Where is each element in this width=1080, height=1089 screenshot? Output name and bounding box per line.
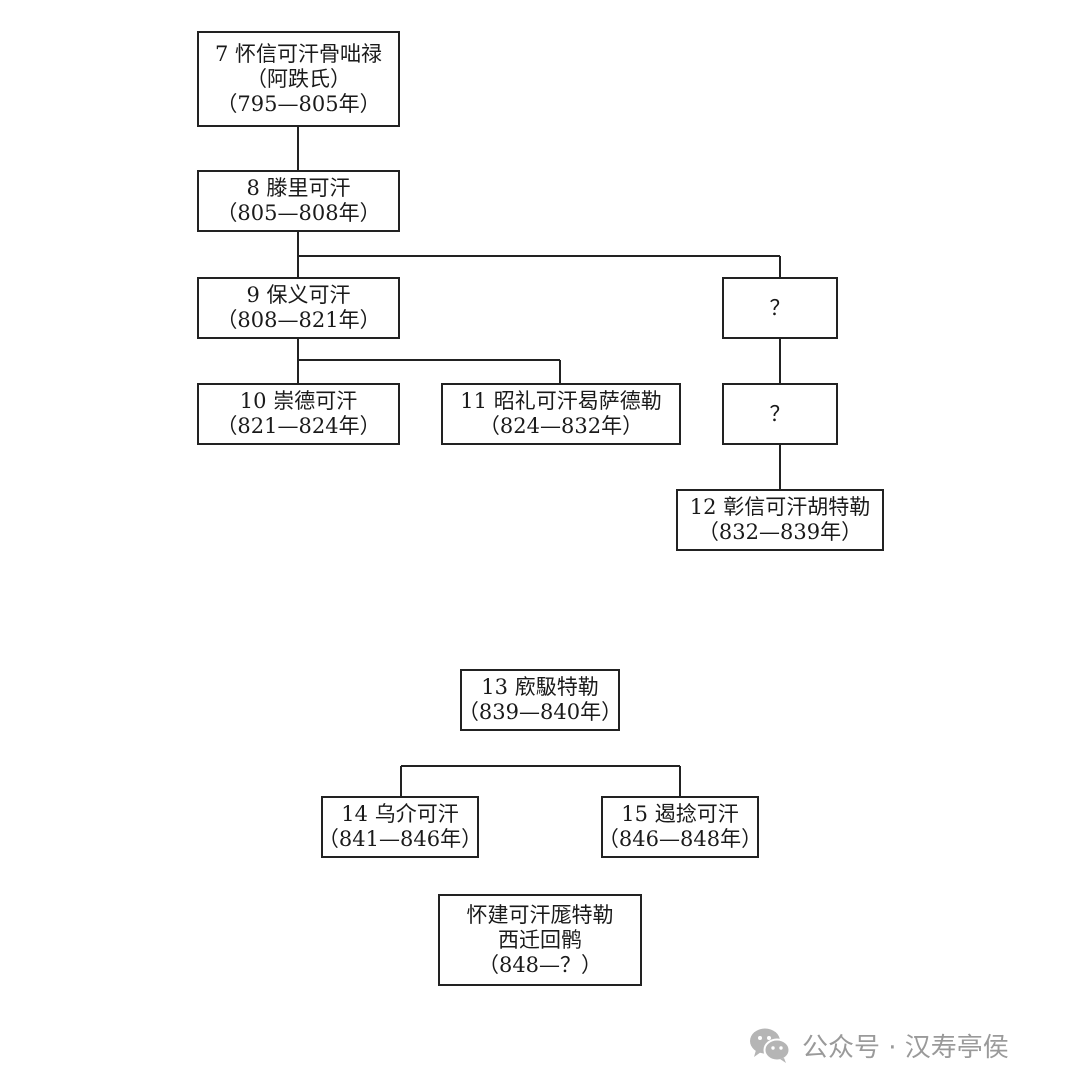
node-khagan-11-line-2: （824—832年） — [478, 414, 644, 438]
node-khagan-13-line-2: （839—840年） — [457, 700, 623, 724]
node-khagan-15: 15 遏捻可汗 （846—848年） — [597, 796, 763, 858]
node-khagan-10-line-1: 10 崇德可汗 — [239, 389, 358, 413]
node-unknown-1-label: ？ — [769, 295, 791, 320]
node-khagan-10-line-2: （821—824年） — [216, 414, 381, 438]
node-khagan-8: 8 滕里可汗 （805—808年） — [197, 170, 400, 232]
node-khagan-8-line-2: （805—808年） — [216, 201, 381, 225]
node-khagan-13-line-1: 13 𫷷馺特勒 — [481, 675, 599, 699]
node-western-uyghur-line-3: （848—？） — [477, 952, 603, 977]
node-khagan-12-line-2: （832—839年） — [697, 520, 863, 544]
node-khagan-14: 14 乌介可汗 （841—846年） — [317, 796, 483, 858]
node-khagan-11-line-1: 11 昭礼可汗曷萨德勒 — [460, 389, 662, 413]
watermark: 公众号 · 汉寿亭侯 — [748, 1022, 1009, 1068]
node-khagan-15-line-1: 15 遏捻可汗 — [621, 802, 739, 826]
node-khagan-15-line-2: （846—848年） — [597, 827, 763, 851]
node-khagan-10: 10 崇德可汗 （821—824年） — [197, 383, 400, 445]
node-khagan-9: 9 保义可汗 （808—821年） — [197, 277, 400, 339]
node-khagan-7-line-3: （795—805年） — [216, 91, 381, 116]
node-khagan-7: 7 怀信可汗骨咄禄 （阿跌氏） （795—805年） — [197, 31, 400, 127]
node-khagan-12: 12 彰信可汗胡特勒 （832—839年） — [676, 489, 884, 551]
node-khagan-7-line-1: 7 怀信可汗骨咄禄 — [214, 41, 383, 66]
node-western-uyghur: 怀建可汗厖特勒 西迁回鹘 （848—？） — [438, 894, 642, 986]
wechat-icon — [750, 1028, 791, 1063]
node-khagan-14-line-2: （841—846年） — [317, 827, 483, 851]
watermark-text: 公众号 · 汉寿亭侯 — [802, 1032, 1009, 1063]
node-khagan-14-line-1: 14 乌介可汗 — [341, 802, 459, 826]
node-khagan-9-line-1: 9 保义可汗 — [246, 283, 351, 307]
node-khagan-12-line-1: 12 彰信可汗胡特勒 — [689, 495, 871, 519]
node-khagan-7-line-2: （阿跌氏） — [246, 66, 351, 91]
node-khagan-9-line-2: （808—821年） — [216, 308, 381, 332]
node-khagan-11: 11 昭礼可汗曷萨德勒 （824—832年） — [441, 383, 681, 445]
node-western-uyghur-line-2: 西迁回鹘 — [498, 927, 582, 952]
node-unknown-2: ？ — [722, 383, 838, 445]
node-unknown-1: ？ — [722, 277, 838, 339]
node-khagan-8-line-1: 8 滕里可汗 — [246, 176, 351, 200]
node-western-uyghur-line-1: 怀建可汗厖特勒 — [466, 902, 614, 927]
node-khagan-13: 13 𫷷馺特勒 （839—840年） — [457, 669, 623, 731]
node-unknown-2-label: ？ — [769, 401, 791, 426]
